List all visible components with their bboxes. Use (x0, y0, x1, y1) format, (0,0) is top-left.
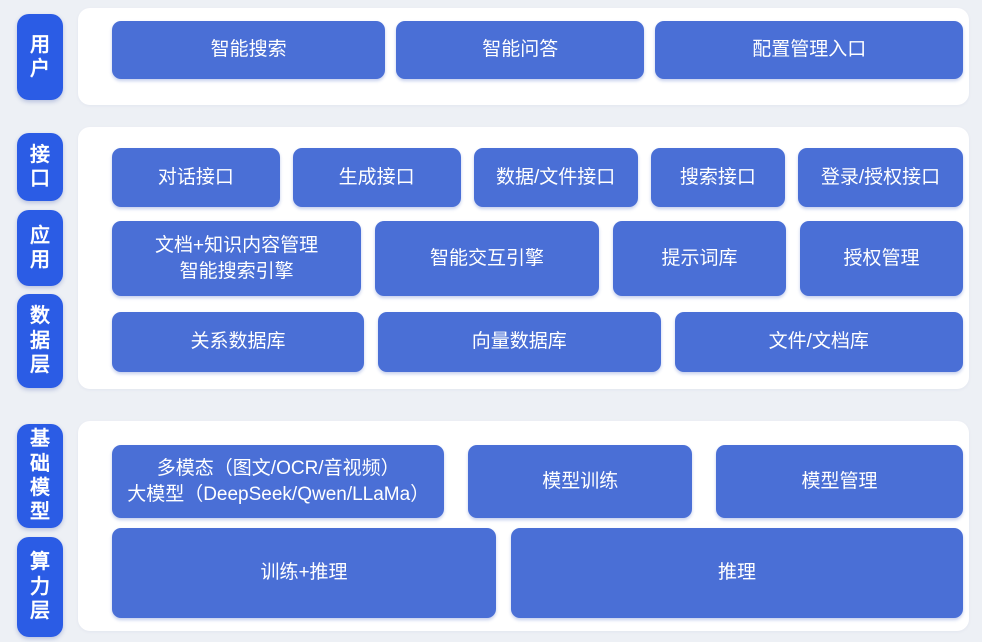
node-model-management-label: 模型管理 (801, 470, 878, 492)
panel-bottom-layers: 多模态（图文/OCR/音视频） 大模型（DeepSeek/Qwen/LLaMa）… (78, 421, 969, 631)
node-search-api-label: 搜索接口 (679, 166, 756, 188)
node-data-file-api: 数据/文件接口 (473, 148, 638, 207)
interface-layer-row: 对话接口 生成接口 数据/文件接口 搜索接口 登录/授权接口 (112, 148, 964, 207)
node-config-entry: 配置管理入口 (655, 21, 963, 79)
node-smart-search: 智能搜索 (112, 21, 386, 79)
panel-user-layer: 智能搜索 智能问答 配置管理入口 (78, 8, 969, 105)
node-generation-api: 生成接口 (292, 148, 461, 207)
node-multimodal-llm-line2: 大模型（DeepSeek/Qwen/LLaMa） (127, 483, 430, 505)
node-relational-db: 关系数据库 (112, 312, 364, 372)
node-smart-qa-label: 智能问答 (482, 39, 559, 61)
node-interaction-engine-label: 智能交互引擎 (430, 247, 545, 269)
node-relational-db-label: 关系数据库 (190, 331, 286, 353)
foundation-model-row: 多模态（图文/OCR/音视频） 大模型（DeepSeek/Qwen/LLaMa）… (112, 445, 963, 518)
node-config-entry-label: 配置管理入口 (752, 39, 867, 61)
node-login-auth-api-label: 登录/授权接口 (820, 166, 941, 188)
node-prompt-library: 提示词库 (612, 221, 787, 296)
user-layer-row: 智能搜索 智能问答 配置管理入口 (112, 21, 963, 79)
node-interaction-engine: 智能交互引擎 (375, 221, 599, 296)
node-search-api: 搜索接口 (650, 148, 786, 207)
node-doc-knowledge-line1: 文档+知识内容管理 (155, 234, 319, 256)
node-inference: 推理 (511, 528, 963, 618)
node-multimodal-llm-line1: 多模态（图文/OCR/音视频） (156, 457, 400, 479)
node-login-auth-api: 登录/授权接口 (798, 148, 964, 207)
node-multimodal-llm: 多模态（图文/OCR/音视频） 大模型（DeepSeek/Qwen/LLaMa） (112, 445, 445, 518)
node-train-plus-inference-label: 训练+推理 (260, 562, 348, 584)
layer-label-foundation-model: 基础模型 (17, 424, 63, 528)
node-vector-db: 向量数据库 (377, 312, 661, 372)
node-inference-label: 推理 (717, 562, 756, 584)
node-doc-knowledge-line2: 智能搜索引擎 (179, 260, 294, 282)
layer-label-user-text: 用户 (30, 33, 50, 80)
node-file-doc-store-label: 文件/文档库 (768, 331, 869, 353)
node-auth-management: 授权管理 (800, 221, 963, 296)
layer-label-application: 应用 (17, 210, 63, 286)
node-smart-qa: 智能问答 (396, 21, 645, 79)
layer-label-user: 用户 (17, 14, 63, 100)
node-dialog-api: 对话接口 (112, 148, 280, 207)
layer-label-interface-text: 接口 (30, 143, 50, 190)
node-model-management: 模型管理 (716, 445, 963, 518)
layer-label-application-text: 应用 (30, 224, 50, 271)
layer-label-foundation-model-text: 基础模型 (30, 428, 50, 524)
layer-label-interface: 接口 (17, 133, 63, 201)
data-layer-row: 关系数据库 向量数据库 文件/文档库 (112, 312, 963, 372)
node-auth-management-label: 授权管理 (843, 247, 920, 269)
node-vector-db-label: 向量数据库 (471, 331, 567, 353)
layer-label-compute: 算力层 (17, 537, 63, 637)
node-model-training-label: 模型训练 (542, 470, 619, 492)
node-doc-knowledge-engine: 文档+知识内容管理 智能搜索引擎 (112, 221, 362, 296)
node-generation-api-label: 生成接口 (338, 166, 415, 188)
layer-label-data-text: 数据层 (30, 305, 50, 377)
node-dialog-api-label: 对话接口 (157, 166, 234, 188)
node-file-doc-store: 文件/文档库 (674, 312, 963, 372)
node-model-training: 模型训练 (468, 445, 693, 518)
panel-middle-layers: 对话接口 生成接口 数据/文件接口 搜索接口 登录/授权接口 文档+知识内容管理… (78, 127, 969, 389)
node-prompt-library-label: 提示词库 (661, 247, 738, 269)
node-train-plus-inference: 训练+推理 (112, 528, 496, 618)
layer-label-data: 数据层 (17, 294, 63, 388)
layer-label-compute-text: 算力层 (30, 551, 50, 623)
node-data-file-api-label: 数据/文件接口 (495, 166, 616, 188)
node-smart-search-label: 智能搜索 (210, 39, 287, 61)
compute-layer-row: 训练+推理 推理 (112, 528, 963, 618)
application-layer-row: 文档+知识内容管理 智能搜索引擎 智能交互引擎 提示词库 授权管理 (112, 221, 963, 296)
